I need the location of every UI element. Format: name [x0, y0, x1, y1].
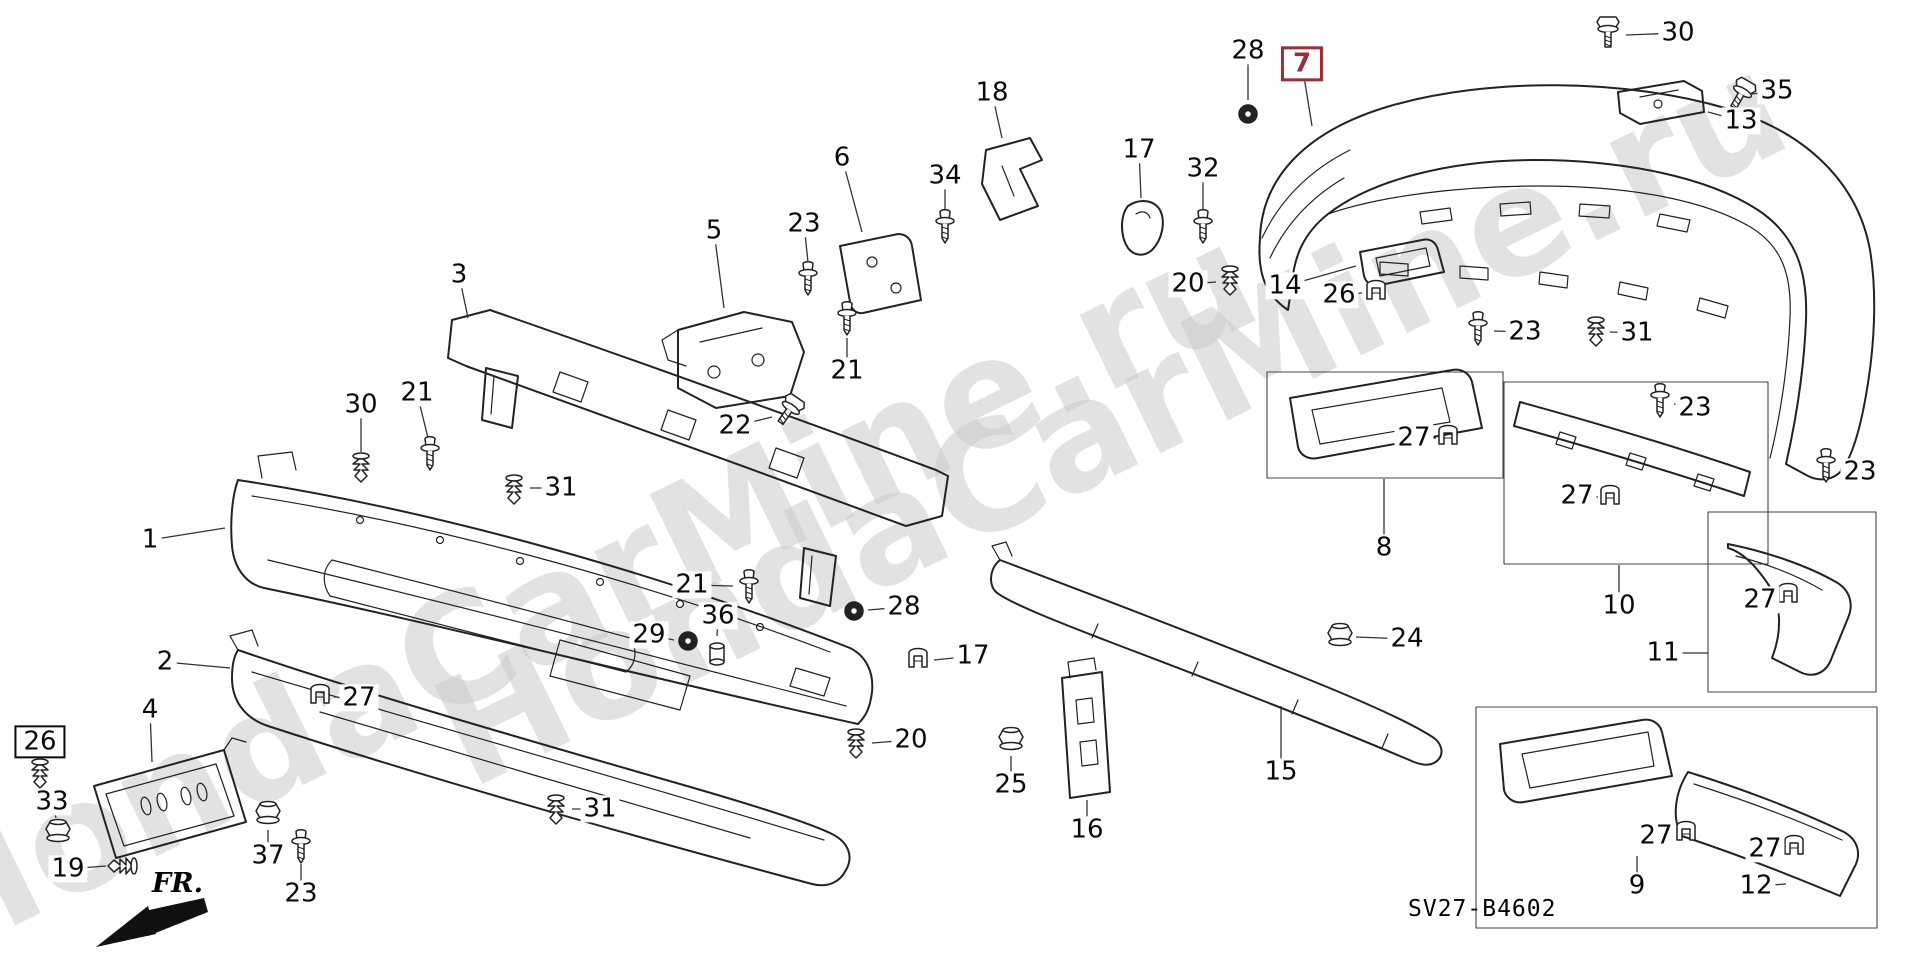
- part-callout-33[interactable]: 33: [32, 788, 72, 816]
- part-callout-26[interactable]: 26: [14, 725, 66, 759]
- part-callout-14[interactable]: 14: [1265, 272, 1305, 300]
- part-callout-27[interactable]: 27: [1394, 424, 1434, 452]
- part-callout-17[interactable]: 17: [953, 642, 993, 670]
- rear-duct-9: [1499, 718, 1673, 804]
- part-callout-27[interactable]: 27: [339, 684, 379, 712]
- bumper-beam: [447, 309, 949, 607]
- beam-stay-right: [799, 547, 837, 607]
- beam-stay-left: [481, 367, 519, 429]
- part-callout-19[interactable]: 19: [48, 855, 88, 883]
- rear-strip-10: [1503, 381, 1769, 565]
- part-callout-21[interactable]: 21: [672, 571, 712, 599]
- bumper-bracket-5: [661, 311, 805, 409]
- part-callout-16[interactable]: 16: [1067, 816, 1107, 844]
- part-callout-24[interactable]: 24: [1387, 625, 1427, 653]
- group-box-11: [1707, 511, 1877, 693]
- part-callout-32[interactable]: 32: [1183, 155, 1223, 183]
- group-box-10: [1503, 381, 1769, 565]
- part-callout-5[interactable]: 5: [702, 217, 726, 245]
- part-callout-35[interactable]: 35: [1757, 77, 1797, 105]
- part-callout-28[interactable]: 28: [1228, 37, 1268, 65]
- part-callout-15[interactable]: 15: [1261, 758, 1301, 786]
- fr-direction-label: FR.: [152, 868, 204, 899]
- exhaust-duct-8: [1266, 368, 1504, 479]
- part-callout-34[interactable]: 34: [925, 162, 965, 190]
- rear-bracket-13: [1617, 80, 1705, 125]
- part-callout-31[interactable]: 31: [1617, 319, 1657, 347]
- part-callout-27[interactable]: 27: [1636, 822, 1676, 850]
- part-callout-30[interactable]: 30: [341, 391, 381, 419]
- front-bumper-skirt: [229, 629, 851, 887]
- part-callout-20[interactable]: 20: [891, 726, 931, 754]
- part-callout-22[interactable]: 22: [715, 412, 755, 440]
- part-callout-23[interactable]: 23: [1675, 394, 1715, 422]
- part-callout-18[interactable]: 18: [972, 79, 1012, 107]
- group-box-9-12: [1475, 706, 1878, 929]
- mount-bracket-16: [1061, 657, 1111, 799]
- part-callout-21[interactable]: 21: [397, 379, 437, 407]
- part-callout-13[interactable]: 13: [1721, 107, 1761, 135]
- part-callout-27[interactable]: 27: [1557, 482, 1597, 510]
- part-callout-20[interactable]: 20: [1168, 270, 1208, 298]
- part-callout-37[interactable]: 37: [248, 842, 288, 870]
- front-bumper-face: [230, 451, 874, 725]
- part-callout-36[interactable]: 36: [698, 602, 738, 630]
- part-callout-1[interactable]: 1: [138, 526, 162, 554]
- part-callout-27[interactable]: 27: [1745, 835, 1785, 863]
- corner-garnish-11: [1707, 511, 1877, 693]
- clip-part-17: [1121, 200, 1164, 256]
- leader-line: [149, 527, 226, 541]
- part-callout-11[interactable]: 11: [1643, 639, 1683, 667]
- part-callout-2[interactable]: 2: [153, 648, 177, 676]
- part-callout-29[interactable]: 29: [629, 621, 669, 649]
- group-box-8: [1266, 371, 1504, 479]
- fr-arrow: [96, 898, 208, 947]
- part-callout-21[interactable]: 21: [827, 357, 867, 385]
- part-callout-8[interactable]: 8: [1372, 534, 1396, 562]
- part-callout-9[interactable]: 9: [1625, 872, 1649, 900]
- rear-duct-14: [1359, 238, 1445, 287]
- part-callout-17[interactable]: 17: [1119, 136, 1159, 164]
- part-callout-30[interactable]: 30: [1658, 19, 1698, 47]
- part-callout-7[interactable]: 7: [1280, 46, 1324, 82]
- corner-bracket-18: [981, 137, 1043, 221]
- part-callout-12[interactable]: 12: [1736, 872, 1776, 900]
- part-callout-23[interactable]: 23: [1505, 318, 1545, 346]
- part-callout-28[interactable]: 28: [884, 593, 924, 621]
- part-callout-23[interactable]: 23: [784, 210, 824, 238]
- part-callout-4[interactable]: 4: [138, 696, 162, 724]
- part-callout-23[interactable]: 23: [1840, 458, 1880, 486]
- part-callout-10[interactable]: 10: [1599, 592, 1639, 620]
- part-callout-6[interactable]: 6: [830, 144, 854, 172]
- part-callout-3[interactable]: 3: [447, 261, 471, 289]
- license-plate-bracket: [93, 737, 247, 859]
- part-callout-31[interactable]: 31: [580, 795, 620, 823]
- diagram-code: SV27-B4602: [1408, 896, 1557, 922]
- part-callout-26[interactable]: 26: [1319, 281, 1359, 309]
- part-callout-27[interactable]: 27: [1740, 586, 1780, 614]
- part-callout-25[interactable]: 25: [991, 771, 1031, 799]
- part-callout-31[interactable]: 31: [541, 474, 581, 502]
- side-spacer-15: [990, 541, 1443, 766]
- part-callout-23[interactable]: 23: [281, 880, 321, 908]
